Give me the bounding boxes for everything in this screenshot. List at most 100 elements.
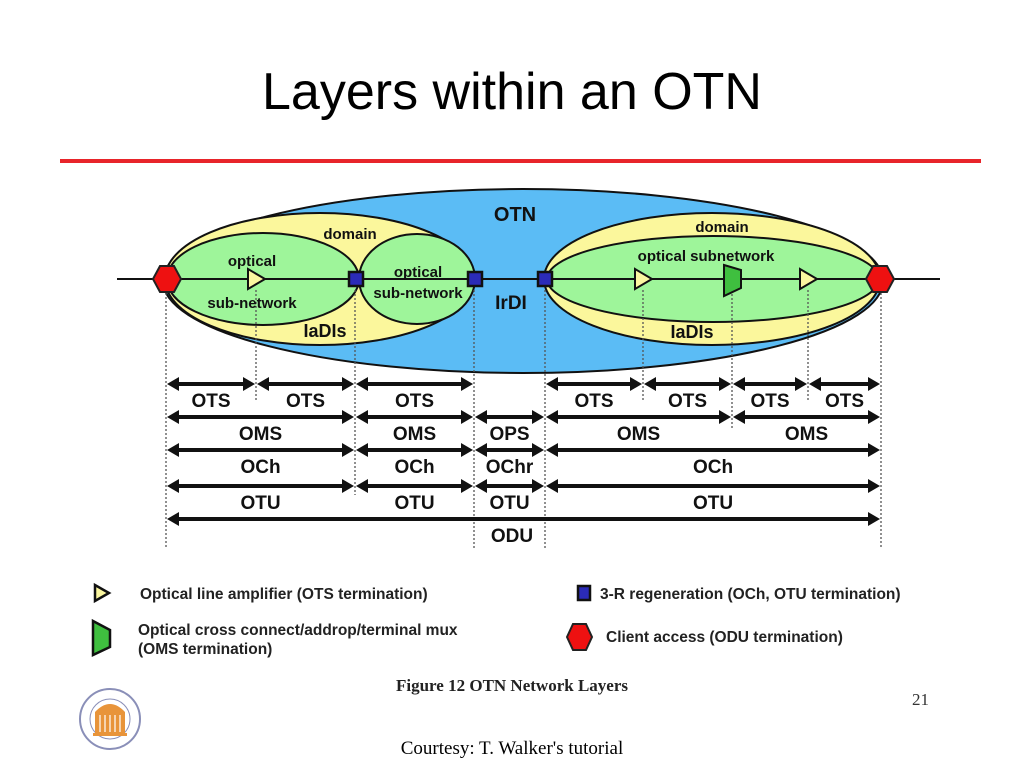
arrowhead-right-icon: [342, 479, 354, 493]
arrowhead-left-icon: [257, 377, 269, 391]
arrowhead-right-icon: [868, 377, 880, 391]
layer-span-och: OCh: [356, 443, 473, 478]
arrowhead-left-icon: [546, 377, 558, 391]
layer-label: OCh: [240, 457, 280, 478]
left-iadis-label: IaDIs: [303, 321, 346, 341]
left-sub2-label-bottom: sub-network: [373, 285, 463, 302]
left-sub2-label-top: optical: [394, 264, 442, 281]
optical-cross-connect-icon: [723, 263, 742, 298]
layer-label: OTS: [825, 391, 864, 412]
layer-label: OTS: [750, 391, 789, 412]
layer-span-och: OChr: [475, 443, 544, 478]
arrowhead-right-icon: [719, 410, 731, 424]
layer-label: OTS: [668, 391, 707, 412]
legend-client-icon: [565, 623, 594, 651]
layer-span-ots: OTS: [809, 377, 880, 412]
client-access-icon: [151, 265, 183, 293]
arrowhead-left-icon: [475, 443, 487, 457]
layer-span-och: OCh: [546, 443, 880, 478]
legend-amplifier: Optical line amplifier (OTS termination): [140, 586, 428, 603]
layer-span-ots: OTS: [257, 377, 354, 412]
legend-regeneration: 3-R regeneration (OCh, OTU termination): [600, 586, 901, 603]
layer-label: OMS: [393, 424, 436, 445]
arrowhead-left-icon: [167, 377, 179, 391]
arrowhead-left-icon: [475, 479, 487, 493]
arrowhead-right-icon: [243, 377, 255, 391]
arrowhead-left-icon: [356, 443, 368, 457]
arrowhead-right-icon: [532, 479, 544, 493]
arrowhead-right-icon: [461, 410, 473, 424]
arrowhead-left-icon: [167, 410, 179, 424]
page-number: 21: [912, 690, 929, 709]
regenerator-icon: [466, 270, 484, 288]
layer-label: OTU: [489, 493, 529, 514]
arrowhead-right-icon: [795, 377, 807, 391]
layer-label: OTU: [693, 493, 733, 514]
arrowhead-left-icon: [733, 410, 745, 424]
layer-span-oms: OMS: [167, 410, 354, 445]
regenerator-icon: [347, 270, 365, 288]
legend-regenerator-icon: [576, 584, 592, 602]
left-sub1-label-top: optical: [228, 253, 276, 270]
layer-span-oms: OMS: [733, 410, 880, 445]
arrowhead-right-icon: [630, 377, 642, 391]
layer-label: OCh: [693, 457, 733, 478]
right-iadis-label: IaDIs: [670, 322, 713, 342]
layer-span-oms: OMS: [356, 410, 473, 445]
layer-label: OTS: [191, 391, 230, 412]
arrowhead-left-icon: [167, 479, 179, 493]
arrowhead-right-icon: [342, 377, 354, 391]
layer-label: OMS: [617, 424, 660, 445]
layer-span-och: OCh: [167, 443, 354, 478]
left-sub1-label-bottom: sub-network: [207, 295, 297, 312]
arrowhead-right-icon: [868, 410, 880, 424]
arrowhead-right-icon: [342, 443, 354, 457]
courtesy-note: Courtesy: T. Walker's tutorial: [400, 738, 624, 759]
title-divider: [60, 159, 981, 163]
arrowhead-left-icon: [356, 479, 368, 493]
layer-span-ots: OTS: [644, 377, 731, 412]
legend-oxc-icon: [91, 618, 112, 657]
arrowhead-left-icon: [546, 479, 558, 493]
layer-span-odu: ODU: [167, 512, 880, 547]
layer-label: OMS: [239, 424, 282, 445]
layer-span-ots: OTS: [733, 377, 807, 412]
arrowhead-left-icon: [733, 377, 745, 391]
layer-label: OPS: [489, 424, 529, 445]
regenerator-icon: [536, 270, 554, 288]
right-subnetwork-label: optical subnetwork: [638, 248, 775, 265]
layer-label: OTS: [286, 391, 325, 412]
arrowhead-right-icon: [719, 377, 731, 391]
legend-oxc-line1: Optical cross connect/addrop/terminal mu…: [138, 622, 458, 639]
layer-label: OTU: [394, 493, 434, 514]
arrowhead-right-icon: [461, 443, 473, 457]
arrowhead-left-icon: [546, 410, 558, 424]
slide-title: Layers within an OTN: [262, 63, 762, 121]
arrowhead-left-icon: [356, 410, 368, 424]
arrowhead-left-icon: [167, 443, 179, 457]
layer-label: OTS: [574, 391, 613, 412]
arrowhead-left-icon: [475, 410, 487, 424]
arrowhead-right-icon: [461, 377, 473, 391]
layer-label: OTS: [395, 391, 434, 412]
amplifier-icon: [247, 267, 267, 291]
arrowhead-left-icon: [356, 377, 368, 391]
layer-span-oms: OMS: [546, 410, 731, 445]
otn-label: OTN: [494, 204, 536, 226]
legend-oxc: Optical cross connect/addrop/terminal mu…: [138, 621, 458, 659]
arrowhead-right-icon: [461, 479, 473, 493]
layer-span-otu: OTU: [475, 479, 544, 514]
dotted-guides: [165, 290, 882, 548]
layer-span-ots: OTS: [546, 377, 642, 412]
amplifier-icon: [799, 267, 819, 291]
layer-span-otu: OTU: [356, 479, 473, 514]
arrowhead-right-icon: [532, 443, 544, 457]
arrowhead-left-icon: [546, 443, 558, 457]
layer-span-otu: OTU: [546, 479, 880, 514]
layer-span-oms: OPS: [475, 410, 544, 445]
right-domain-label: domain: [695, 219, 748, 236]
irdi-label: IrDI: [495, 293, 527, 314]
arrowhead-right-icon: [868, 443, 880, 457]
